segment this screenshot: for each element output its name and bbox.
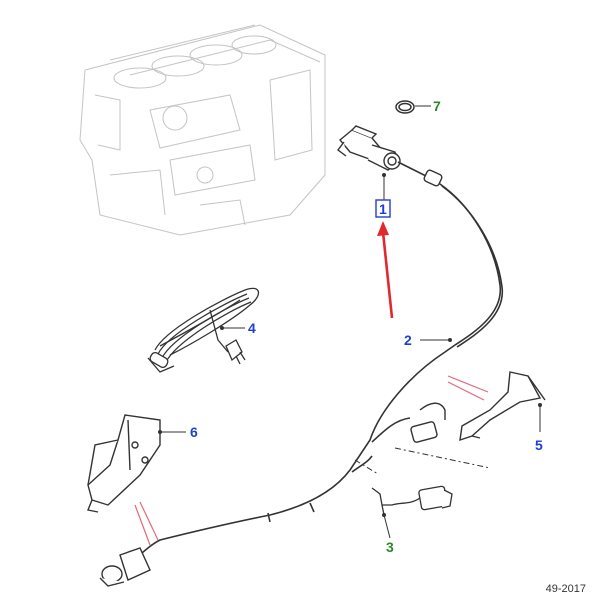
heater-element-part	[337, 125, 401, 171]
callout-3-label: 3	[386, 539, 394, 555]
harness-inline-connector	[410, 402, 446, 443]
dashed-leader-line	[354, 447, 491, 475]
callout-7-label: 7	[433, 98, 441, 114]
harness-top-connector	[423, 169, 443, 187]
mounting-bracket-left	[87, 414, 161, 513]
callout-leaders	[160, 105, 541, 539]
extension-cord-coil	[147, 287, 260, 373]
diagram-reference-code: 49-2017	[545, 583, 586, 595]
red-pointer-arrow	[377, 221, 394, 319]
mounting-bracket-right	[459, 371, 546, 442]
callout-6-label: 6	[190, 424, 198, 440]
callout-1-highlight-box	[375, 199, 391, 218]
callout-1-label: 1	[379, 201, 387, 217]
callout-5-label: 5	[535, 437, 543, 453]
pink-leader-lines	[134, 375, 489, 546]
callout-leader-dots	[158, 173, 542, 517]
o-ring-part	[395, 100, 415, 114]
harness-plug-end	[99, 547, 151, 587]
sub-harness	[371, 485, 453, 516]
callout-4-label: 4	[248, 320, 256, 336]
engine-block-ghost	[79, 24, 326, 236]
callout-2-label: 2	[404, 332, 412, 348]
